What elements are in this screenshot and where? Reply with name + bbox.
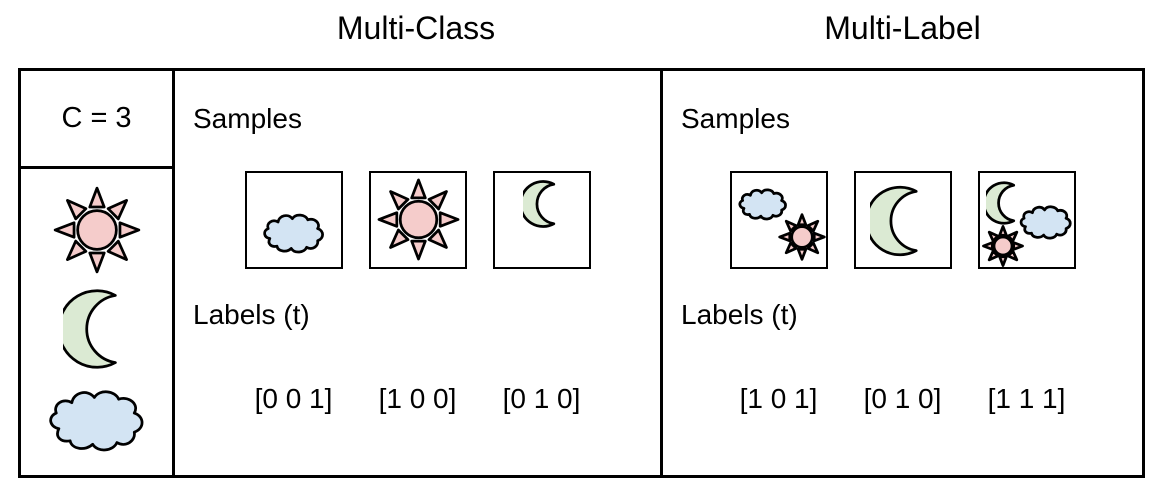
sun-icon — [778, 213, 826, 261]
sample-box-moon-cloud-sun — [977, 171, 1076, 269]
labels-label: Labels (t) — [681, 299, 798, 330]
multi-class-header: Multi-Class — [336, 10, 496, 46]
samples-label: Samples — [681, 103, 790, 134]
sun-icon — [982, 225, 1024, 267]
cloud-icon — [263, 214, 323, 253]
labels-label: Labels (t) — [193, 299, 310, 330]
sample-box-moon — [492, 171, 591, 269]
cloud-icon — [1019, 206, 1071, 239]
label-vector: [0 0 1] — [254, 383, 333, 414]
diagram-table: C = 3 Samples Labels (t) — [18, 68, 1145, 478]
label-vector: [1 0 1] — [739, 383, 818, 414]
samples-label: Samples — [193, 103, 302, 134]
classes-sidebar: C = 3 — [21, 71, 175, 475]
multi-label-header: Multi-Label — [824, 10, 981, 46]
label-vector: [1 0 0] — [378, 383, 457, 414]
multi-label-sample-row — [663, 171, 1142, 269]
sample-box-moon — [853, 171, 952, 269]
sample-box-sun — [368, 171, 467, 269]
multi-label-label-row: [1 0 1] [0 1 0] [1 1 1] — [663, 383, 1142, 415]
multi-label-panel: Samples Labels (t) [1 0 1] [0 1 0] — [663, 71, 1142, 475]
sun-icon — [52, 185, 142, 275]
multi-class-sample-row — [175, 171, 660, 269]
multi-class-label-row: [0 0 1] [1 0 0] [0 1 0] — [175, 383, 660, 415]
class-icon-list — [21, 169, 172, 475]
sample-box-cloud-sun — [729, 171, 828, 269]
moon-icon — [522, 180, 554, 228]
moon-icon — [62, 289, 117, 369]
multi-class-panel: Samples Labels (t) [0 0 1] [1 0 0] [0 1 … — [175, 71, 663, 475]
sun-icon — [376, 177, 461, 262]
class-count-label: C = 3 — [21, 71, 172, 169]
moon-icon — [985, 182, 1014, 224]
moon-icon — [869, 186, 917, 256]
label-vector: [1 1 1] — [987, 383, 1066, 414]
label-vector: [0 1 0] — [502, 383, 581, 414]
label-vector: [0 1 0] — [863, 383, 942, 414]
cloud-icon — [48, 390, 143, 452]
sample-box-cloud — [244, 171, 343, 269]
